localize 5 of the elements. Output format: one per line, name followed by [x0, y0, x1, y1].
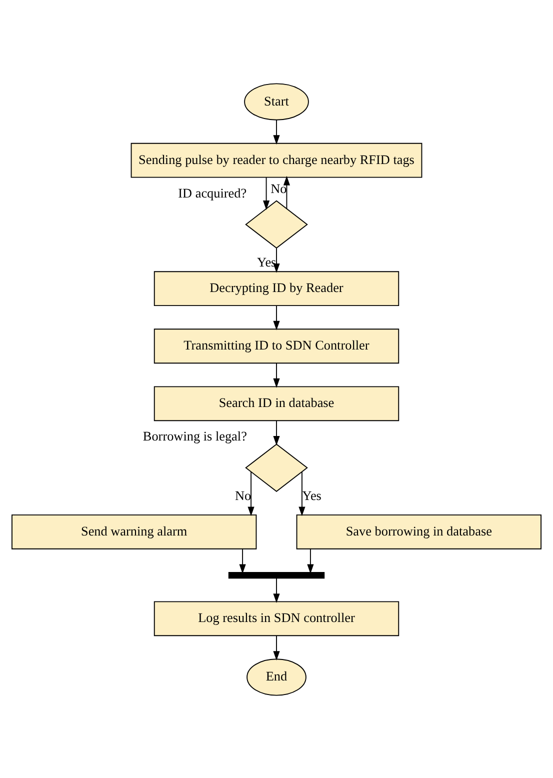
node-label: ID acquired?	[178, 184, 247, 200]
edge-label: No	[270, 180, 287, 196]
edge-label: No	[234, 488, 252, 503]
node-label: Borrowing is legal?	[142, 428, 247, 444]
edge-label: Yes	[302, 488, 322, 503]
